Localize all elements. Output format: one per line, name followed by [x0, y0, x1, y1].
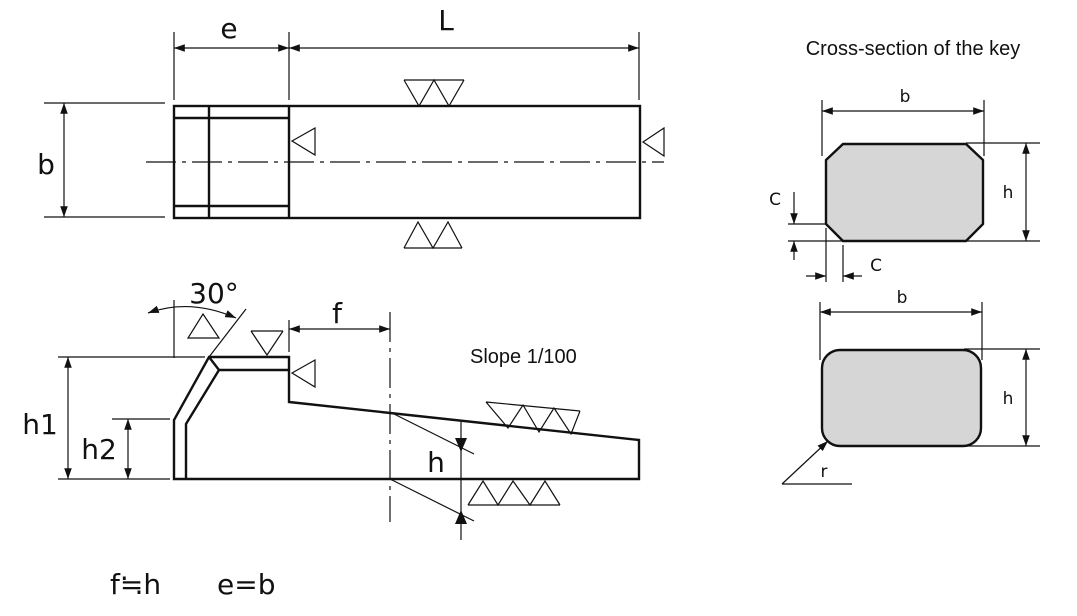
finish-mark-base	[467, 479, 561, 507]
sec2-radius-label: r	[821, 462, 828, 482]
cross-section-chamfered: b h C C	[769, 87, 1040, 282]
formula-f: f≒h	[110, 568, 161, 601]
finish-mark-head-side	[290, 358, 316, 389]
sec2-dim-h-label: h	[1003, 389, 1014, 409]
cross-section-rounded: b h r	[781, 288, 1040, 485]
section-shape-rounded	[820, 348, 983, 448]
sec1-dim-b-label: b	[900, 87, 911, 107]
dim-f-label: f	[332, 297, 343, 330]
sec2-dim-b-label: b	[897, 288, 908, 308]
finish-mark-angle	[186, 312, 221, 339]
angle-arc	[147, 305, 237, 319]
formula-e: e=b	[217, 568, 275, 601]
sec1-dim-h-label: h	[1003, 183, 1014, 203]
side-view-outline	[172, 355, 641, 481]
finish-mark-slope	[485, 401, 581, 436]
dim-e-label: e	[220, 12, 237, 45]
dim-h-label: h	[427, 446, 445, 479]
sec1-dim-C-vertical-label: C	[769, 190, 781, 210]
finish-mark-bottom	[403, 220, 463, 250]
side-chamfer-inner	[184, 368, 289, 479]
dim-L-label: L	[438, 4, 454, 37]
dim-h1-label: h1	[22, 408, 58, 441]
section-shape-chamfered	[824, 142, 985, 243]
sec1-dim-C-horizontal-label: C	[870, 256, 882, 276]
finish-mark-top	[403, 78, 465, 108]
sec2-radius-leader	[781, 440, 829, 485]
top-view: e L b	[37, 4, 665, 250]
finish-mark-head	[290, 126, 316, 157]
finish-mark-head-top	[250, 330, 284, 357]
dim-b-label: b	[37, 148, 55, 181]
side-step-line	[208, 356, 220, 371]
dim-h2-label: h2	[81, 433, 117, 466]
cross-section-title: Cross-section of the key	[806, 38, 1021, 60]
slope-label: Slope 1/100	[470, 346, 577, 368]
finish-mark-end	[641, 126, 665, 158]
angle-label: 30°	[189, 277, 239, 310]
side-view: 30° f h1 h2 h Slope 1/100	[22, 277, 641, 540]
